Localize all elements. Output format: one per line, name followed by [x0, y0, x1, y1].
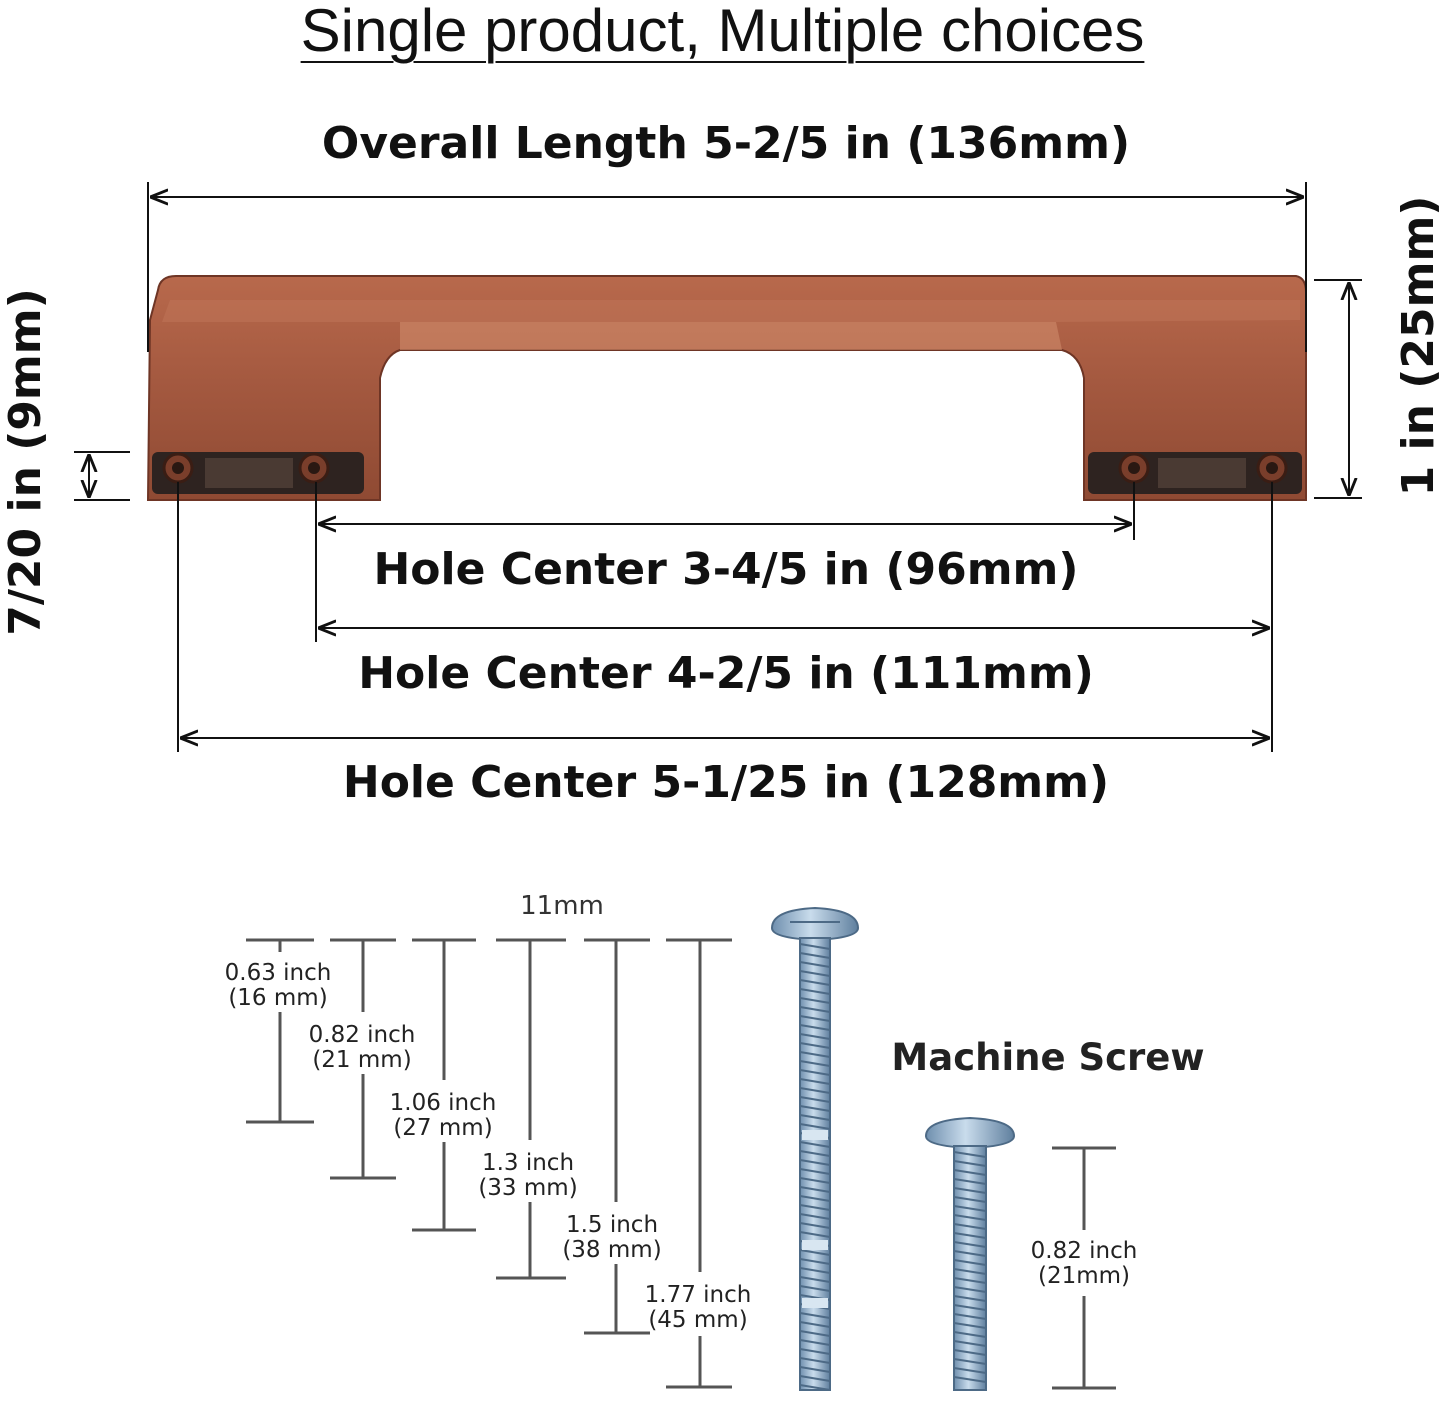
page-title: Single product, Multiple choices — [0, 0, 1445, 65]
screw-thread — [953, 1151, 987, 1383]
screw-size-inch: 0.82 inch — [309, 1022, 416, 1048]
short-screw-image — [924, 1116, 1016, 1391]
screw-size-mm: (38 mm) — [562, 1237, 661, 1263]
screw-size-mm: (27 mm) — [393, 1115, 492, 1141]
short-screw-inch: 0.82 inch — [1031, 1238, 1138, 1264]
screw-size-mm: (16 mm) — [228, 985, 327, 1011]
machine-screw-label: Machine Screw — [891, 1036, 1204, 1079]
head-width-label: 11mm — [520, 891, 604, 921]
screw-size-mm: (33 mm) — [478, 1175, 577, 1201]
screw-size-inch: 1.3 inch — [482, 1150, 574, 1176]
screw-size-mm: (45 mm) — [648, 1307, 747, 1333]
long-screw-image — [770, 906, 860, 1391]
screw-size-inch: 1.06 inch — [390, 1090, 497, 1116]
handle-image — [146, 275, 1307, 501]
height-label: 1 in (25mm) — [1393, 196, 1444, 497]
screw-length-scale — [246, 940, 732, 1389]
title-text: Single product, Multiple choices — [300, 0, 1145, 64]
hole-center-96-label: Hole Center 3-4/5 in (96mm) — [373, 544, 1078, 595]
hole-center-111-label: Hole Center 4-2/5 in (111mm) — [358, 648, 1094, 699]
screw-size-inch: 1.77 inch — [645, 1282, 752, 1308]
short-screw-dimension — [1052, 1146, 1116, 1390]
overall-length-label: Overall Length 5-2/5 in (136mm) — [322, 118, 1130, 169]
hole-center-128-label: Hole Center 5-1/25 in (128mm) — [343, 757, 1109, 808]
base-depth-label: 7/20 in (9mm) — [0, 288, 51, 636]
screw-size-inch: 1.5 inch — [566, 1212, 658, 1238]
screw-size-inch: 0.63 inch — [225, 960, 332, 986]
short-screw-mm: (21mm) — [1038, 1263, 1130, 1289]
screw-thread — [799, 943, 831, 1391]
screw-size-mm: (21 mm) — [312, 1047, 411, 1073]
